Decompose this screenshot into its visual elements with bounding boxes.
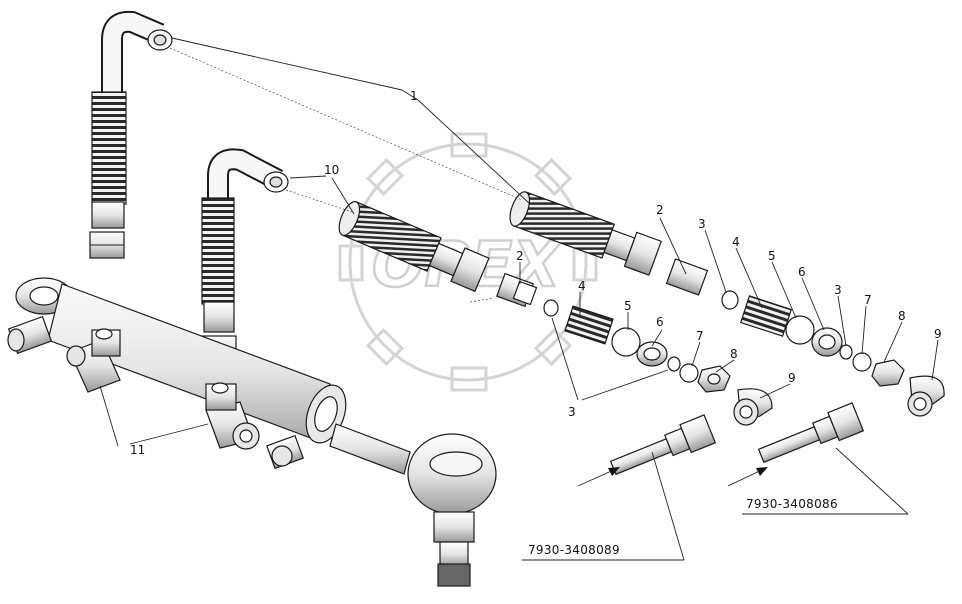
callout-3-right: 3 <box>698 217 706 231</box>
callout-6-center: 6 <box>656 315 664 329</box>
callout-6-right: 6 <box>798 265 806 279</box>
pipe-fitting-3408086 <box>757 402 865 464</box>
arrow-right-pipe <box>727 467 768 487</box>
hose-10-diagonal <box>338 201 490 293</box>
nut-8-right <box>871 359 905 387</box>
callout-2-center: 2 <box>516 249 524 263</box>
fitting-2-center <box>496 272 538 308</box>
union-4-center <box>564 305 614 345</box>
callout-7-right: 7 <box>864 293 872 307</box>
alignment-line-10 <box>285 189 353 213</box>
leader-lines <box>99 37 939 561</box>
watermark-gear-ring <box>348 142 588 382</box>
union-4-right <box>739 295 793 337</box>
elbow-fitting-11-right <box>205 382 260 450</box>
part-number-left: 7930-3408089 <box>528 543 620 557</box>
callout-4-right: 4 <box>732 235 740 249</box>
washer-7-right <box>852 352 872 372</box>
hose-1-diagonal <box>509 191 663 276</box>
washer-3-center <box>543 299 559 317</box>
elbow-9-right <box>907 375 945 417</box>
fitting-2-cylinder <box>266 434 304 470</box>
callout-11: 11 <box>130 443 145 457</box>
elbow-9-center <box>733 388 773 426</box>
callout-9-center: 9 <box>788 371 796 385</box>
pipe-fitting-3408089 <box>609 414 717 476</box>
arrow-left-pipe <box>577 467 620 487</box>
elbow-fitting-11-left <box>66 328 121 393</box>
washer-7-center <box>679 363 699 383</box>
washer-3-right <box>721 290 739 310</box>
side-fitting-left-eye <box>7 315 53 355</box>
callout-9-right: 9 <box>934 327 942 341</box>
callout-8-right: 8 <box>898 309 906 323</box>
hydraulic-cylinder <box>15 277 497 587</box>
callout-5-right: 5 <box>768 249 776 263</box>
hose-10-vertical <box>201 148 289 363</box>
clamp-5-center <box>611 327 641 357</box>
callout-5-center: 5 <box>624 299 632 313</box>
washer-3b-center <box>667 356 681 372</box>
clamp-5-right <box>785 315 815 345</box>
callout-labels: 1 10 2 2 3 3 3 4 4 5 5 6 6 7 7 8 8 9 9 1… <box>130 89 942 457</box>
callout-1: 1 <box>410 89 418 103</box>
fitting-2-right <box>665 258 709 296</box>
callout-7-center: 7 <box>696 329 704 343</box>
alignment-line-2 <box>469 297 495 303</box>
callout-3-bottom: 3 <box>568 405 576 419</box>
hose-1-vertical <box>89 10 173 259</box>
callout-4-center: 4 <box>578 279 586 293</box>
callout-2-right: 2 <box>656 203 664 217</box>
part-number-right: 7930-3408086 <box>746 497 838 511</box>
callout-8-center: 8 <box>730 347 738 361</box>
callout-3-right-b: 3 <box>834 283 842 297</box>
washer-3-right-b <box>839 344 853 360</box>
callout-10: 10 <box>324 163 339 177</box>
